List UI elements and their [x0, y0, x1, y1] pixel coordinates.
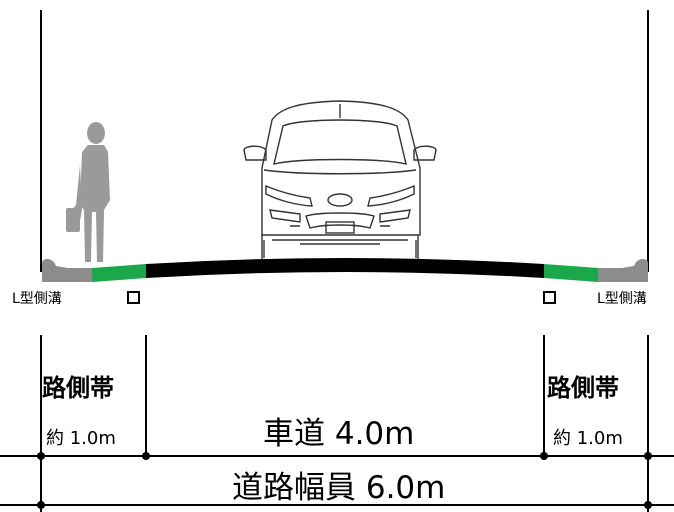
vehicle-icon — [243, 100, 437, 262]
dim-dot — [644, 501, 652, 509]
dim-dot — [37, 501, 45, 509]
left-catch-basin-icon — [127, 291, 140, 304]
gutter-label-right: L型側溝 — [597, 291, 647, 307]
right-gutter-shape — [598, 259, 648, 282]
dim-dot — [644, 452, 652, 460]
left-gutter-shape — [42, 259, 92, 282]
shoulder-width-right: 約 1.0m — [553, 428, 623, 449]
carriageway-label: 車道 4.0m — [263, 416, 415, 452]
right-shoulder-strip — [544, 264, 598, 282]
right-catch-basin-icon — [543, 291, 556, 304]
dim-dot — [37, 452, 45, 460]
dim-dot — [540, 452, 548, 460]
shoulder-width-left: 約 1.0m — [46, 428, 116, 449]
shoulder-label-right: 路側帯 — [547, 374, 619, 402]
left-shoulder-strip — [92, 264, 146, 282]
dim-dot — [142, 452, 150, 460]
road-surface — [146, 258, 544, 278]
shoulder-label-left: 路側帯 — [42, 374, 114, 402]
road-width-label: 道路幅員 6.0m — [232, 470, 446, 506]
pedestrian-icon — [66, 122, 110, 262]
gutter-label-left: L型側溝 — [12, 291, 62, 307]
